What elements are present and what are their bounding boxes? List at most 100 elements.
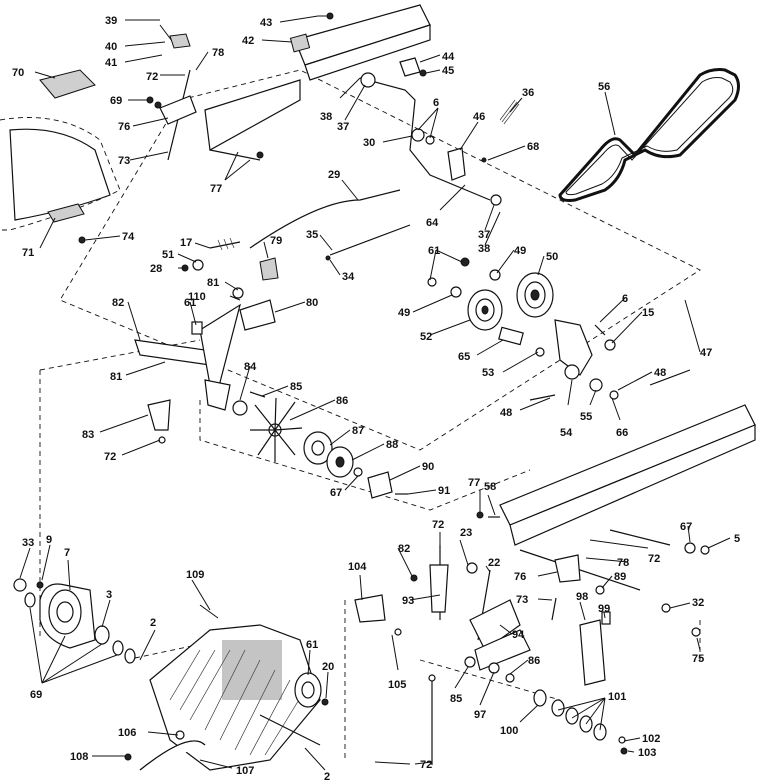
bracket-71 — [47, 203, 85, 223]
callout-61-c: 61 — [306, 639, 318, 651]
callout-37-b: 37 — [478, 229, 490, 241]
callout-72-b: 72 — [104, 451, 116, 463]
callout-85-b: 85 — [450, 693, 462, 705]
callout-66: 66 — [616, 427, 628, 439]
callout-61: 61 — [428, 245, 440, 257]
callout-17: 17 — [180, 237, 192, 249]
callout-71: 71 — [22, 247, 34, 259]
frame-channel-right — [476, 404, 756, 555]
fan-pulley-group — [232, 391, 408, 499]
callout-73: 73 — [118, 155, 130, 167]
callout-82: 82 — [112, 297, 124, 309]
leader-lines — [19, 15, 731, 771]
callout-7: 7 — [64, 547, 70, 559]
callout-106: 106 — [118, 727, 136, 739]
callout-72-e: 72 — [420, 759, 432, 771]
callout-42: 42 — [242, 35, 254, 47]
callout-43: 43 — [260, 17, 272, 29]
fan-86 — [250, 397, 303, 462]
callout-70: 70 — [12, 67, 24, 79]
callout-39: 39 — [105, 15, 117, 27]
hood-outline — [0, 117, 121, 231]
callout-75: 75 — [692, 653, 704, 665]
callout-74: 74 — [122, 231, 135, 243]
callout-89: 89 — [614, 571, 626, 583]
callout-38: 38 — [320, 111, 332, 123]
callout-90: 90 — [422, 461, 434, 473]
callout-85: 85 — [290, 381, 302, 393]
callout-48-b: 48 — [500, 407, 512, 419]
callout-97: 97 — [474, 709, 486, 721]
callout-6-b: 6 — [622, 293, 628, 305]
callout-110: 110 — [188, 291, 206, 303]
hardware-100-103 — [533, 689, 628, 755]
callout-9: 9 — [46, 534, 52, 546]
callout-81-b: 81 — [110, 371, 122, 383]
callout-72-d: 72 — [432, 519, 444, 531]
callout-109: 109 — [186, 569, 204, 581]
callout-37: 37 — [337, 121, 349, 133]
callout-94: 94 — [512, 629, 525, 641]
callout-44: 44 — [442, 51, 455, 63]
callout-80: 80 — [306, 297, 318, 309]
callout-61-b: 61 — [184, 297, 196, 309]
callout-58: 58 — [484, 481, 496, 493]
callout-55: 55 — [580, 411, 592, 423]
bracket-83 — [147, 399, 171, 444]
callout-77-b: 77 — [468, 477, 480, 489]
callout-29: 29 — [328, 169, 340, 181]
axle-hub-group — [13, 578, 221, 664]
callout-6: 6 — [433, 97, 439, 109]
callout-32: 32 — [692, 597, 704, 609]
callout-78-b: 78 — [617, 557, 629, 569]
callout-48: 48 — [654, 367, 666, 379]
v-belt-56 — [558, 68, 740, 202]
callout-15: 15 — [642, 307, 654, 319]
callout-86-b: 86 — [528, 655, 540, 667]
callout-67: 67 — [330, 487, 342, 499]
callout-87: 87 — [352, 425, 364, 437]
callout-51: 51 — [162, 249, 174, 261]
callout-2-b: 2 — [324, 771, 330, 783]
callout-91: 91 — [438, 485, 450, 497]
shift-lever-assembly — [78, 24, 301, 244]
callout-100: 100 — [500, 725, 518, 737]
callout-35: 35 — [306, 229, 318, 241]
callout-30: 30 — [363, 137, 375, 149]
callout-labels: 39 40 41 43 42 44 45 70 72 78 69 76 73 7… — [12, 15, 740, 783]
callout-72-c: 72 — [648, 553, 660, 565]
frame-channel-upper — [289, 4, 431, 81]
callout-76-b: 76 — [514, 571, 526, 583]
callout-77: 77 — [210, 183, 222, 195]
callout-28: 28 — [150, 263, 162, 275]
callout-53: 53 — [482, 367, 494, 379]
callout-102: 102 — [642, 733, 660, 745]
callout-67-b: 67 — [680, 521, 692, 533]
callout-38-b: 38 — [478, 243, 490, 255]
decal-70 — [39, 69, 96, 99]
callout-78: 78 — [212, 47, 224, 59]
callout-56: 56 — [598, 81, 610, 93]
callout-40: 40 — [105, 41, 117, 53]
callout-93: 93 — [402, 595, 414, 607]
callout-65: 65 — [458, 351, 470, 363]
callout-104: 104 — [348, 561, 367, 573]
callout-64: 64 — [426, 217, 439, 229]
callout-47: 47 — [700, 347, 712, 359]
callout-79: 79 — [270, 235, 282, 247]
callout-69-b: 69 — [30, 689, 42, 701]
callout-49: 49 — [514, 245, 526, 257]
callout-107: 107 — [236, 765, 254, 777]
callout-83: 83 — [82, 429, 94, 441]
callout-84: 84 — [244, 361, 257, 373]
callout-46: 46 — [473, 111, 485, 123]
callout-103: 103 — [638, 747, 656, 759]
callout-5: 5 — [734, 533, 740, 545]
callout-45: 45 — [442, 65, 454, 77]
callout-50: 50 — [546, 251, 558, 263]
callout-105: 105 — [388, 679, 406, 691]
callout-34: 34 — [342, 271, 355, 283]
callout-33: 33 — [22, 537, 34, 549]
callout-99: 99 — [598, 603, 610, 615]
